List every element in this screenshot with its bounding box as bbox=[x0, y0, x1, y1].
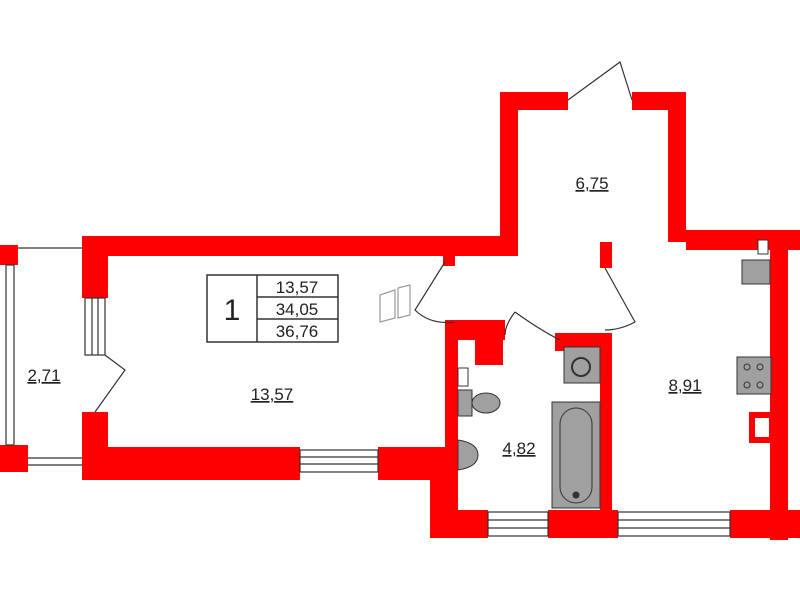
kitchen-sink bbox=[741, 259, 771, 285]
living-room-area: 13,57 bbox=[251, 385, 294, 404]
fixtures bbox=[457, 239, 772, 509]
room-count: 1 bbox=[224, 294, 241, 327]
doors bbox=[94, 61, 636, 413]
stove bbox=[736, 356, 772, 395]
total-area-with-balcony: 36,76 bbox=[276, 322, 319, 341]
bathroom-area: 4,82 bbox=[502, 439, 535, 458]
walls bbox=[0, 92, 800, 540]
kitchen-area: 8,91 bbox=[668, 376, 701, 395]
summary-table: 1 13,57 34,05 36,76 bbox=[206, 274, 339, 343]
hall-area: 6,75 bbox=[575, 174, 608, 193]
washing-machine bbox=[563, 346, 601, 384]
toilet bbox=[457, 389, 473, 417]
windows bbox=[5, 247, 731, 537]
sink bbox=[457, 439, 479, 471]
total-area: 34,05 bbox=[276, 300, 319, 319]
drain-icon bbox=[572, 491, 580, 499]
balcony-area: 2,71 bbox=[27, 366, 60, 385]
living-area: 13,57 bbox=[276, 278, 319, 297]
